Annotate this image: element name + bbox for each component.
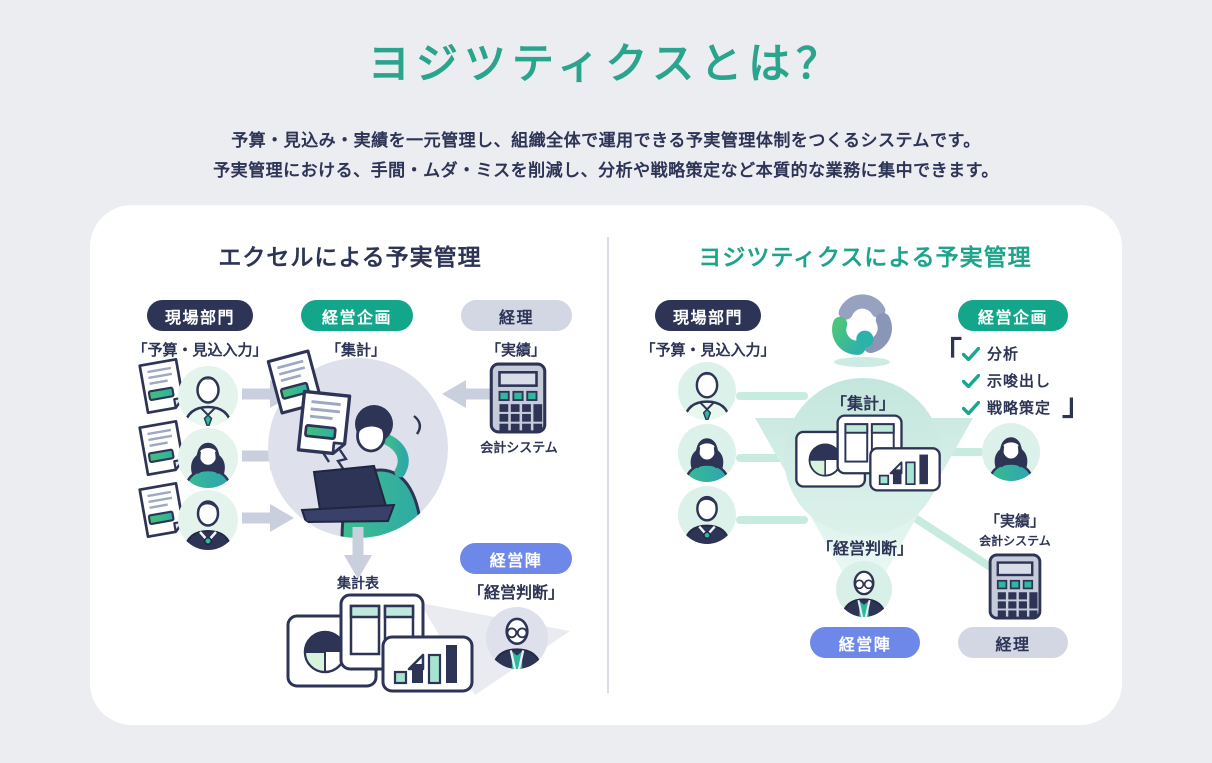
yoji-badge-planning-label: 経営企画 [977, 309, 1048, 327]
excel-badge-management-label: 経営陣 [489, 552, 543, 570]
excel-badge-field-label: 現場部門 [164, 309, 235, 327]
excel-label-aggregation: 「集計」 [325, 342, 386, 359]
check-icon [962, 374, 980, 388]
checklist-item-strategy: 戦略策定 [962, 397, 1051, 418]
yojitsu-logo-icon [822, 283, 902, 363]
connector-line [736, 516, 808, 524]
field-staff-avatar-man-dark [678, 486, 736, 544]
connector-line [928, 448, 984, 456]
checklist-bracket-close: 」 [1062, 389, 1092, 422]
yoji-badge-field-dept: 現場部門 [655, 300, 761, 331]
comparison-card: エクセルによる予実管理 現場部門 経営企画 経理 「予算・見込入力」 「集計」 … [90, 205, 1122, 725]
yoji-label-actual: 「実績」 [984, 513, 1045, 530]
yoji-badge-corporate-planning: 経営企画 [958, 300, 1068, 331]
down-arrow-icon [344, 527, 372, 579]
checklist-item-analysis: 分析 [962, 343, 1019, 364]
checklist-bracket-open: 「 [932, 337, 962, 370]
excel-badge-management: 経営陣 [460, 543, 572, 574]
yoji-label-accounting-system: 会計システム [979, 534, 1051, 548]
report-charts-icon [285, 593, 475, 693]
planner-avatar-woman [982, 423, 1040, 481]
excel-label-budget-input: 「予算・見込入力」 [132, 342, 268, 359]
excel-badge-field-dept: 現場部門 [147, 300, 253, 331]
yoji-badge-accounting-label: 経理 [995, 636, 1031, 654]
report-charts-icon [794, 413, 942, 493]
excel-label-actual: 「実績」 [485, 342, 546, 359]
field-staff-avatar-woman [178, 428, 238, 488]
excel-badge-accounting: 経理 [461, 300, 572, 331]
excel-badge-planning-label: 経営企画 [321, 309, 392, 327]
yoji-label-aggregation: 「集計」 [830, 396, 895, 413]
yoji-badge-accounting: 経理 [958, 627, 1068, 658]
connector-line [736, 392, 808, 400]
page-title: ヨジツティクスとは？ [367, 40, 845, 87]
field-staff-avatar-man-dark [178, 490, 238, 550]
executive-avatar-glasses [486, 607, 548, 669]
check-icon [962, 347, 980, 361]
yoji-label-budget-input: 「予算・見込入力」 [640, 342, 776, 359]
connector-line [736, 454, 808, 462]
excel-panel-title: エクセルによる予実管理 [218, 244, 482, 270]
yoji-panel-title: ヨジツティクスによる予実管理 [698, 244, 1032, 270]
calculator-icon [988, 553, 1042, 620]
yoji-badge-field-label: 現場部門 [672, 309, 743, 327]
logo-glow [834, 357, 890, 367]
field-staff-avatar-woman [678, 424, 736, 482]
check-icon [962, 401, 980, 415]
checklist-item-label: 戦略策定 [987, 400, 1052, 417]
yoji-label-decision: 「経営判断」 [816, 541, 913, 558]
flying-paper-icon [293, 388, 355, 458]
checklist-item-insight: 示唆出し [962, 370, 1051, 391]
yoji-badge-management: 経営陣 [810, 627, 920, 658]
checklist-item-label: 示唆出し [987, 373, 1052, 390]
left-arrow-icon [442, 380, 494, 408]
subtitle-line2: 予実管理における、手間・ムダ・ミスを削減し、分析や戦略策定など本質的な業務に集中… [213, 161, 999, 180]
excel-badge-accounting-label: 経理 [498, 309, 534, 327]
subtitle-line1: 予算・見込み・実績を一元管理し、組織全体で運用できる予実管理体制をつくるシステム… [231, 131, 981, 150]
yoji-badge-management-label: 経営陣 [838, 636, 892, 654]
calculator-icon [489, 362, 547, 434]
right-arrow-icon [240, 504, 296, 532]
panel-divider [607, 237, 609, 693]
excel-badge-corporate-planning: 経営企画 [301, 300, 413, 331]
excel-label-summary-table: 集計表 [337, 575, 379, 591]
excel-label-accounting-system: 会計システム [480, 440, 558, 455]
executive-avatar-glasses [836, 561, 892, 617]
checklist-item-label: 分析 [987, 346, 1020, 363]
field-staff-avatar-man [678, 362, 736, 420]
field-staff-avatar-man [178, 366, 238, 426]
excel-label-decision: 「経営判断」 [467, 585, 564, 602]
